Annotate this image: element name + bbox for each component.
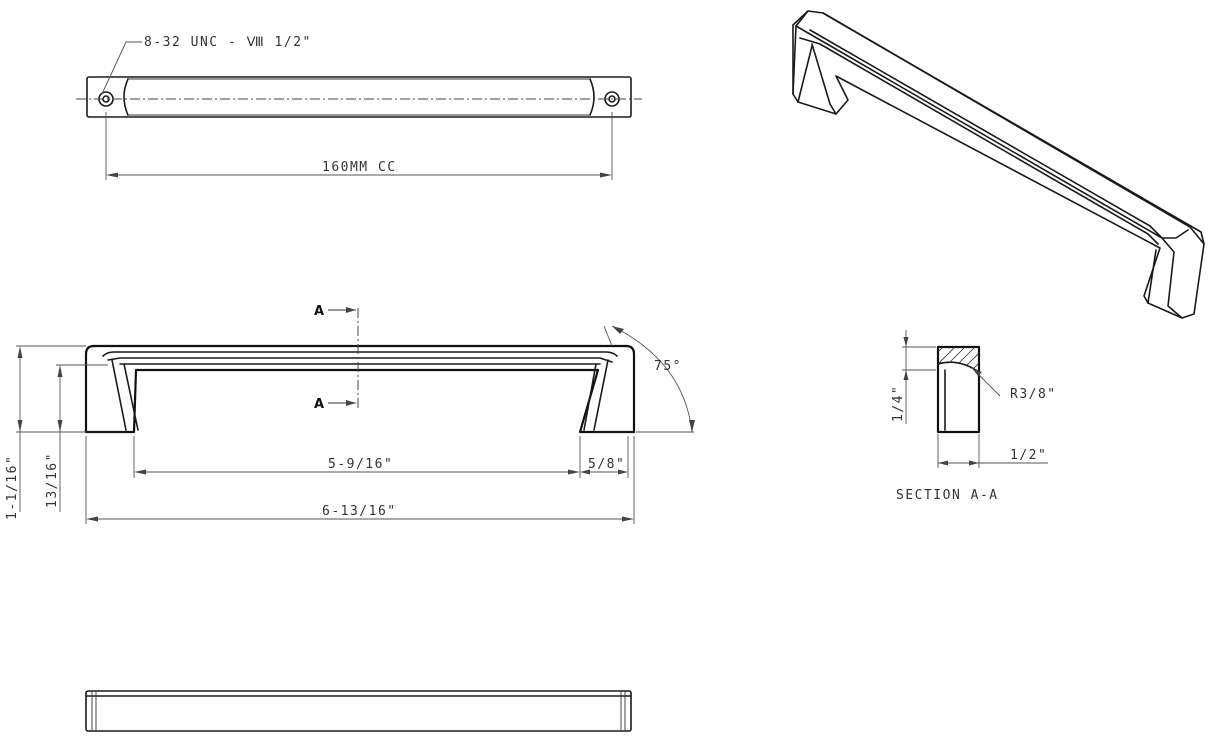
- bottom-view-outline: [85, 690, 632, 732]
- angle-arc: [611, 325, 693, 433]
- section-height-label: 1/4": [891, 385, 906, 422]
- top-view-right-curve: [589, 78, 595, 116]
- inner-span-label: 5-9/16": [328, 457, 393, 472]
- bottom-view: [85, 690, 632, 732]
- cc-dimension-label: 160MM CC: [322, 160, 397, 175]
- front-view: A A 1-1/16" 13/16" 75° 5-9/16" 5/8": [5, 304, 695, 524]
- isometric-view: [792, 10, 1205, 319]
- top-view: 8-32 UNC - Ⅷ 1/2" 160MM CC: [76, 35, 642, 180]
- overall-length-label: 6-13/16": [322, 504, 397, 519]
- top-view-outline: [86, 76, 632, 118]
- foot-height-label: 13/16": [45, 452, 60, 508]
- iso-outline: [792, 10, 1205, 319]
- section-outline: [936, 345, 981, 434]
- section-view: R3/8" 1/4" 1/2" SECTION A-A: [891, 330, 1057, 503]
- overall-height-label: 1-1/16": [5, 455, 20, 520]
- section-width-label: 1/2": [1010, 448, 1047, 463]
- section-hatch: [938, 347, 979, 372]
- section-marker-bottom: A: [314, 397, 324, 412]
- thread-callout-label: 8-32 UNC - Ⅷ 1/2": [144, 35, 312, 50]
- front-view-outline: [84, 344, 636, 434]
- top-view-left-curve: [123, 78, 129, 116]
- radius-label: R3/8": [1010, 387, 1057, 402]
- section-title: SECTION A-A: [896, 488, 999, 503]
- thread-leader: [101, 41, 142, 95]
- foot-width-label: 5/8": [588, 457, 625, 472]
- angle-label: 75°: [654, 359, 682, 374]
- section-marker-top: A: [314, 304, 324, 319]
